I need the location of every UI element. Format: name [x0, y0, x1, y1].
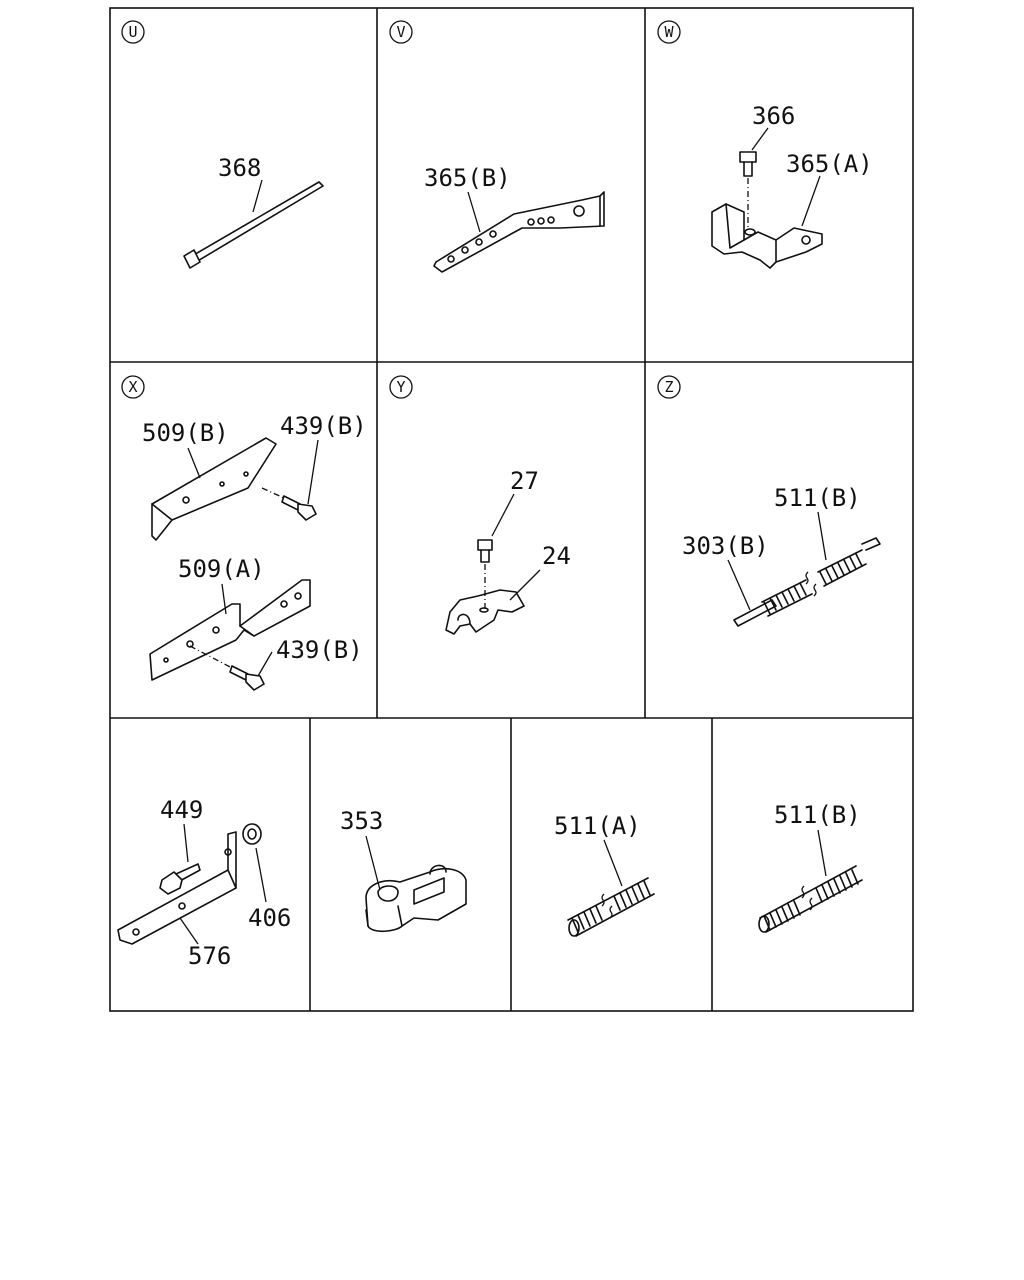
corrugated-tube-511a-part: [567, 877, 655, 937]
clamp-24-part: [445, 589, 525, 635]
panel-marker-y: Y: [389, 375, 413, 399]
panel-label-x: X: [128, 378, 137, 396]
panel-label-y: Y: [396, 378, 405, 396]
corrugation-rings: [761, 549, 867, 617]
callout-449: 449: [160, 796, 203, 824]
panel-v: V 365(B): [389, 20, 605, 273]
panel-y: Y 27 24: [389, 375, 571, 635]
corrugated-tube-assembly-part: [733, 537, 881, 627]
bolt-439b-upper-part: [261, 487, 317, 521]
corrugated-tube-511b-part: [758, 865, 863, 933]
panel-w: W 366 365(A): [657, 20, 873, 269]
panel-label-z: Z: [664, 378, 673, 396]
cable-tie-part: [183, 181, 324, 269]
panel-label-w: W: [664, 23, 674, 41]
bolt-449-part: [159, 863, 201, 895]
clip-353-part: [365, 864, 467, 933]
callout-353: 353: [340, 807, 383, 835]
callout-511b: 511(B): [774, 801, 861, 829]
panel-u: U 368: [121, 20, 324, 269]
panel-marker-u: U: [121, 20, 145, 44]
callout-509b: 509(B): [142, 419, 229, 447]
bracket-509b-part: [151, 437, 277, 541]
callout-303b: 303(B): [682, 532, 769, 560]
panel-tube-511b: 511(B): [758, 801, 863, 933]
callout-511b-z: 511(B): [774, 484, 861, 512]
bracket-365a-part: [711, 203, 823, 269]
panel-x: X 509(B) 439(B) 509(A) 439(B): [121, 375, 367, 691]
panel-label-u: U: [128, 23, 137, 41]
callout-27: 27: [510, 467, 539, 495]
callout-24: 24: [542, 542, 571, 570]
panel-clip-353: 353: [340, 807, 467, 933]
callout-509a: 509(A): [178, 555, 265, 583]
callout-439b-upper: 439(B): [280, 412, 367, 440]
diagram-frame: [109, 7, 914, 1012]
panel-tube-511a: 511(A): [554, 812, 655, 937]
callout-366: 366: [752, 102, 795, 130]
callout-439b-lower: 439(B): [276, 636, 363, 664]
panel-bracket-576: 449 406 576: [117, 796, 291, 970]
panel-marker-x: X: [121, 375, 145, 399]
callout-406: 406: [248, 904, 291, 932]
bolt-366-part: [739, 151, 757, 228]
bolt-27-part: [477, 539, 493, 610]
bracket-576-part: [117, 831, 237, 945]
panel-marker-z: Z: [657, 375, 681, 399]
callout-365a: 365(A): [786, 150, 873, 178]
nut-406-part: [242, 823, 262, 845]
bracket-365b-part: [433, 191, 605, 273]
panel-marker-w: W: [657, 20, 681, 44]
panel-marker-v: V: [389, 20, 413, 44]
callout-511a: 511(A): [554, 812, 641, 840]
panel-label-v: V: [396, 23, 405, 41]
callout-365b: 365(B): [424, 164, 511, 192]
bolt-439b-lower-part: [189, 645, 265, 691]
callout-576: 576: [188, 942, 231, 970]
bracket-509a-part: [149, 579, 311, 681]
panel-z: Z 511(B) 303(B): [657, 375, 881, 627]
callout-368: 368: [218, 154, 261, 182]
